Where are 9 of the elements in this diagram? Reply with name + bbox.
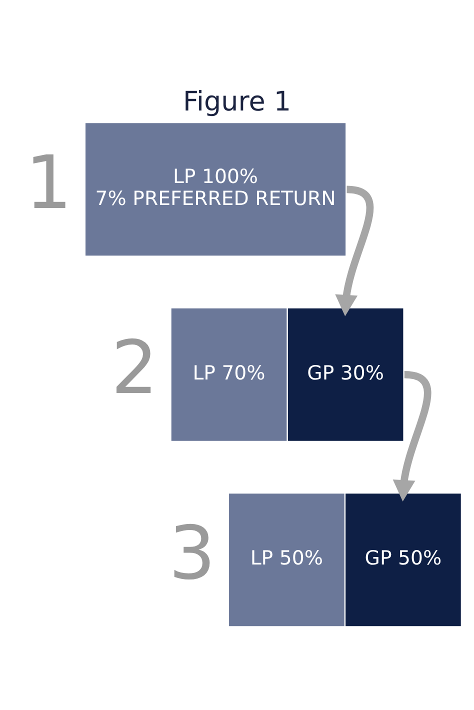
node-box: LP 70%: [171, 308, 287, 441]
node-box: GP 50%: [346, 494, 461, 626]
node-box: GP 30%: [288, 308, 404, 441]
node-box: LP 50%: [229, 494, 344, 626]
node-box: LP 100% 7% PREFERRED RETURN: [86, 123, 346, 256]
node-label: 2: [111, 326, 158, 412]
diagram-title: Figure 1: [182, 86, 292, 118]
node-label: 3: [168, 511, 216, 596]
node-label: 1: [25, 140, 72, 226]
